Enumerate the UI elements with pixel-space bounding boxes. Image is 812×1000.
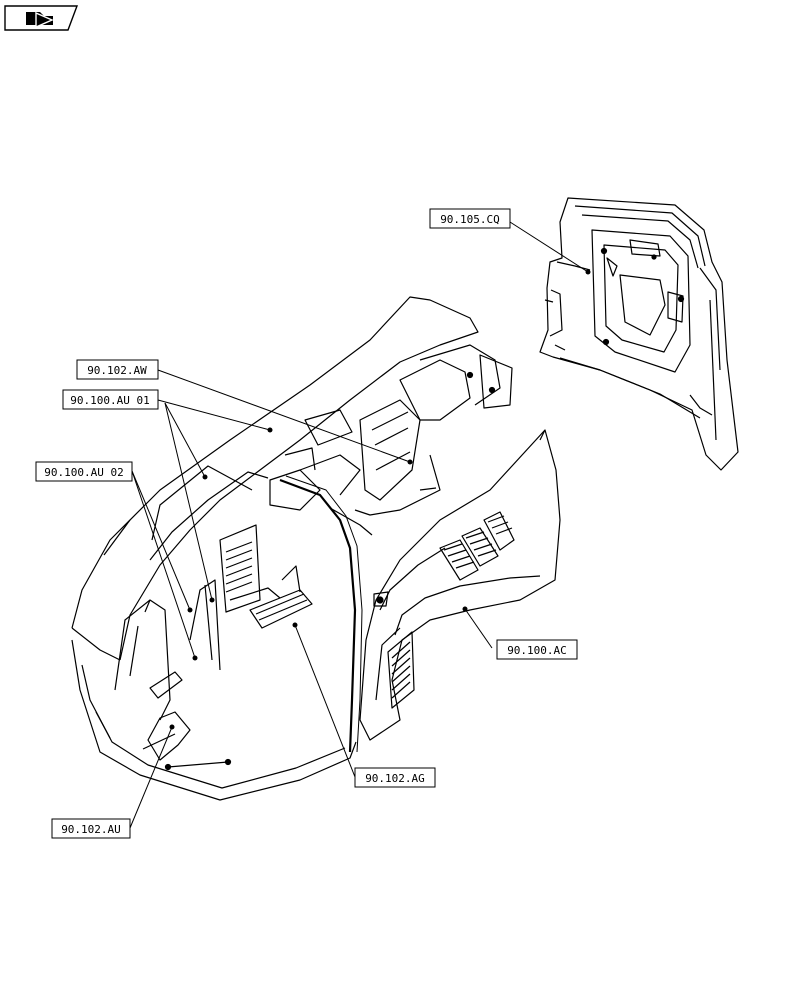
fender-vent-grille (439, 511, 515, 581)
callout-90-100-au-02[interactable]: 90.100.AU 02 (35, 461, 133, 482)
hood-assembly (71, 296, 561, 801)
callout-label: 90.100.AU 02 (44, 466, 123, 479)
callout-label: 90.102.AG (365, 772, 425, 785)
callout-label: 90.102.AU (61, 823, 121, 836)
callout-label: 90.105.CQ (440, 213, 500, 226)
leader-lines (129, 221, 589, 829)
callout-90-100-au-01[interactable]: 90.100.AU 01 (62, 389, 159, 410)
callout-label: 90.100.AU 01 (70, 394, 149, 407)
callout-label: 90.102.AW (87, 364, 147, 377)
callout-label: 90.100.AC (507, 644, 567, 657)
callout-90-102-ag[interactable]: 90.102.AG (354, 767, 436, 788)
callout-90-105-cq[interactable]: 90.105.CQ (429, 208, 511, 229)
lower-fender-vents (387, 631, 415, 709)
callout-90-102-au[interactable]: 90.102.AU (51, 818, 131, 839)
back-navigation-button[interactable] (4, 5, 79, 31)
rear-panel-assembly (539, 197, 739, 471)
book-arrow-icon (26, 11, 54, 29)
leader-dots (169, 269, 591, 730)
callout-90-102-aw[interactable]: 90.102.AW (76, 359, 159, 380)
callout-90-100-ac[interactable]: 90.100.AC (496, 639, 578, 660)
